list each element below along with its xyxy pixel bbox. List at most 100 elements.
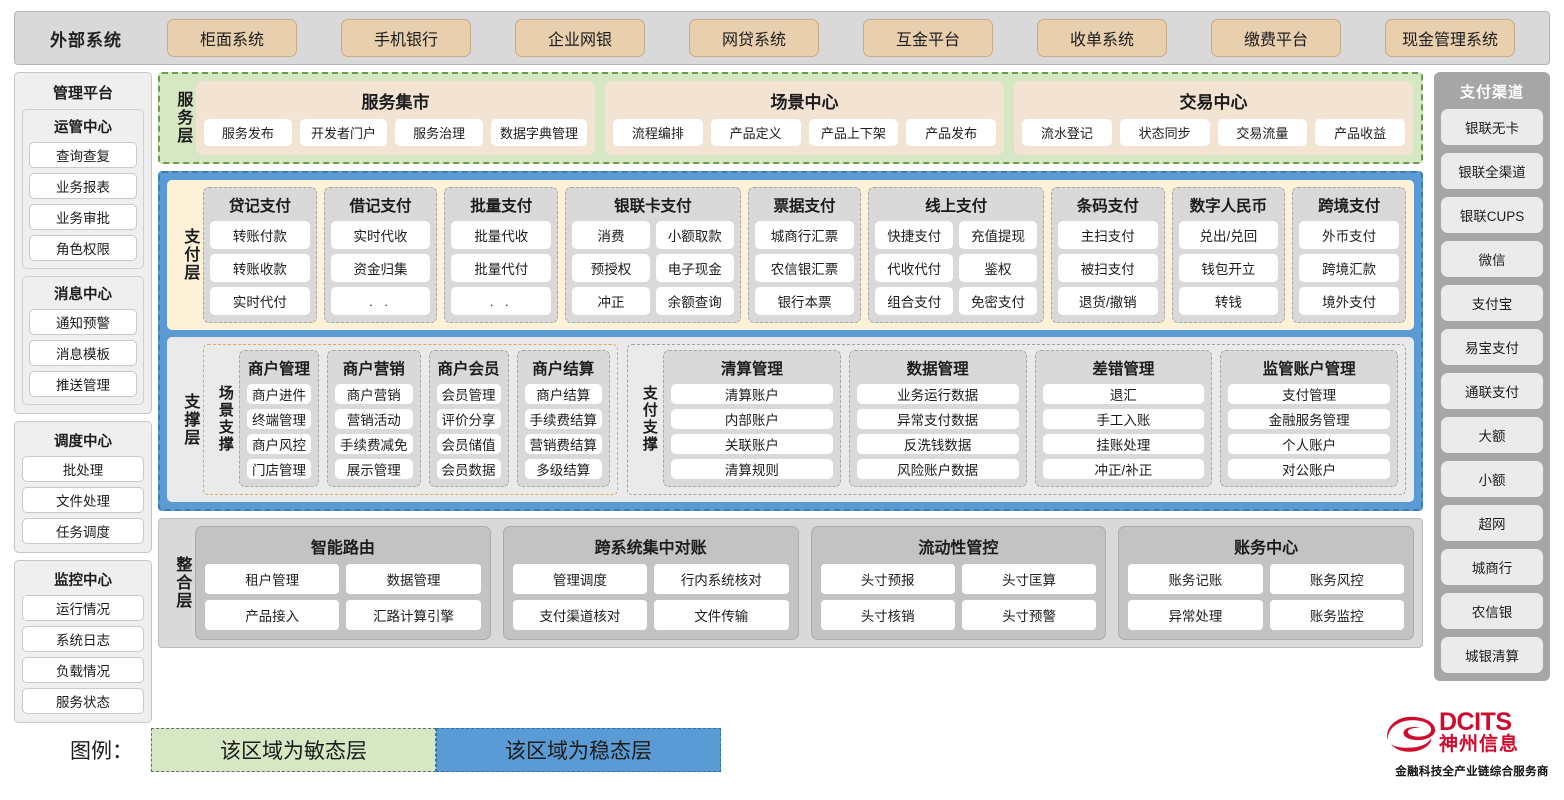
scene-support-item[interactable]: 展示管理 (335, 459, 413, 479)
external-system-chip[interactable]: 网贷系统 (689, 19, 819, 57)
integration-item[interactable]: 行内系统核对 (654, 564, 789, 594)
scene-support-item[interactable]: 会员数据 (436, 459, 501, 479)
management-item[interactable]: 推送管理 (29, 371, 137, 397)
payment-channel-item[interactable]: 小额 (1441, 461, 1543, 497)
payment-support-item[interactable]: 挂账处理 (1042, 434, 1205, 454)
service-chip[interactable]: 流水登记 (1022, 119, 1112, 146)
payment-item[interactable]: . . (451, 287, 552, 315)
scene-support-item[interactable]: 商户结算 (524, 384, 602, 404)
integration-item[interactable]: 异常处理 (1128, 600, 1263, 630)
payment-support-item[interactable]: 支付管理 (1228, 384, 1390, 404)
external-system-chip[interactable]: 现金管理系统 (1385, 19, 1515, 57)
payment-channel-item[interactable]: 微信 (1441, 241, 1543, 277)
payment-item[interactable]: 被扫支付 (1057, 254, 1158, 282)
external-system-chip[interactable]: 缴费平台 (1211, 19, 1341, 57)
integration-item[interactable]: 产品接入 (205, 600, 340, 630)
scene-support-item[interactable]: 手续费减免 (335, 434, 413, 454)
scene-support-item[interactable]: 终端管理 (247, 409, 311, 429)
payment-item[interactable]: 免密支付 (959, 287, 1037, 315)
payment-item[interactable]: 代收代付 (875, 254, 954, 282)
payment-item[interactable]: 实时代收 (330, 221, 431, 249)
payment-channel-item[interactable]: 城商行 (1441, 549, 1543, 585)
scene-support-item[interactable]: 商户进件 (247, 384, 311, 404)
payment-channel-item[interactable]: 通联支付 (1441, 373, 1543, 409)
scene-support-item[interactable]: 评价分享 (436, 409, 501, 429)
service-chip[interactable]: 产品发布 (906, 119, 996, 146)
payment-support-item[interactable]: 对公账户 (1228, 459, 1390, 479)
management-item[interactable]: 业务报表 (29, 173, 137, 199)
payment-channel-item[interactable]: 银联全渠道 (1441, 153, 1543, 189)
integration-item[interactable]: 文件传输 (654, 600, 789, 630)
service-chip[interactable]: 状态同步 (1119, 119, 1210, 146)
payment-support-item[interactable]: 金融服务管理 (1228, 409, 1390, 429)
payment-item[interactable]: 转账收款 (210, 254, 310, 282)
scene-support-item[interactable]: 多级结算 (524, 459, 602, 479)
payment-item[interactable]: 转钱 (1178, 287, 1279, 315)
payment-channel-item[interactable]: 农信银 (1441, 593, 1543, 629)
payment-channel-item[interactable]: 易宝支付 (1441, 329, 1543, 365)
service-chip[interactable]: 产品定义 (710, 119, 801, 146)
external-system-chip[interactable]: 企业网银 (515, 19, 645, 57)
payment-item[interactable]: 小额取款 (655, 221, 734, 249)
payment-channel-item[interactable]: 银联无卡 (1441, 109, 1543, 145)
service-chip[interactable]: 产品收益 (1315, 119, 1405, 146)
payment-support-item[interactable]: 异常支付数据 (856, 409, 1019, 429)
payment-support-item[interactable]: 内部账户 (671, 409, 833, 429)
scene-support-item[interactable]: 商户风控 (247, 434, 311, 454)
payment-item[interactable]: 批量代收 (451, 221, 552, 249)
payment-channel-item[interactable]: 支付宝 (1441, 285, 1543, 321)
scene-support-item[interactable]: 会员管理 (436, 384, 501, 404)
payment-item[interactable]: 主扫支付 (1057, 221, 1158, 249)
payment-channel-item[interactable]: 城银清算 (1441, 637, 1543, 673)
payment-channel-item[interactable]: 超网 (1441, 505, 1543, 541)
payment-item[interactable]: 外币支付 (1299, 221, 1399, 249)
integration-item[interactable]: 数据管理 (346, 564, 481, 594)
payment-item[interactable]: 农信银汇票 (754, 254, 855, 282)
integration-item[interactable]: 账务记账 (1128, 564, 1263, 594)
payment-item[interactable]: 资金归集 (330, 254, 431, 282)
payment-support-item[interactable]: 冲正/补正 (1042, 459, 1205, 479)
integration-item[interactable]: 租户管理 (205, 564, 340, 594)
payment-item[interactable]: 充值提现 (959, 221, 1037, 249)
external-system-chip[interactable]: 柜面系统 (167, 19, 297, 57)
payment-item[interactable]: 预授权 (572, 254, 650, 282)
payment-item[interactable]: 鉴权 (959, 254, 1037, 282)
payment-item[interactable]: 电子现金 (655, 254, 734, 282)
service-chip[interactable]: 流程编排 (613, 119, 703, 146)
integration-item[interactable]: 账务风控 (1269, 564, 1404, 594)
external-system-chip[interactable]: 互金平台 (863, 19, 993, 57)
payment-item[interactable]: 余额查询 (655, 287, 734, 315)
integration-item[interactable]: 汇路计算引擎 (346, 600, 481, 630)
management-item[interactable]: 角色权限 (29, 235, 137, 261)
payment-support-item[interactable]: 清算账户 (671, 384, 833, 404)
service-chip[interactable]: 数据字典管理 (490, 119, 587, 146)
payment-item[interactable]: 组合支付 (875, 287, 954, 315)
management-item[interactable]: 消息模板 (29, 340, 137, 366)
payment-support-item[interactable]: 业务运行数据 (856, 384, 1019, 404)
service-chip[interactable]: 开发者门户 (299, 119, 388, 146)
integration-item[interactable]: 支付渠道核对 (512, 600, 648, 630)
payment-item[interactable]: 跨境汇款 (1299, 254, 1399, 282)
payment-item[interactable]: 冲正 (572, 287, 650, 315)
payment-item[interactable]: 快捷支付 (875, 221, 954, 249)
payment-item[interactable]: 银行本票 (754, 287, 855, 315)
payment-support-item[interactable]: 清算规则 (671, 459, 833, 479)
payment-item[interactable]: 城商行汇票 (754, 221, 855, 249)
management-item[interactable]: 负载情况 (22, 657, 144, 683)
payment-channel-item[interactable]: 大额 (1441, 417, 1543, 453)
payment-item[interactable]: 钱包开立 (1178, 254, 1279, 282)
scene-support-item[interactable]: 商户营销 (335, 384, 413, 404)
payment-support-item[interactable]: 退汇 (1042, 384, 1205, 404)
integration-item[interactable]: 账务监控 (1269, 600, 1404, 630)
payment-item[interactable]: . . (330, 287, 431, 315)
management-item[interactable]: 批处理 (22, 456, 144, 482)
service-chip[interactable]: 服务治理 (395, 119, 483, 146)
management-item[interactable]: 通知预警 (29, 309, 137, 335)
scene-support-item[interactable]: 手续费结算 (524, 409, 602, 429)
service-chip[interactable]: 服务发布 (204, 119, 292, 146)
payment-item[interactable]: 转账付款 (210, 221, 310, 249)
management-item[interactable]: 服务状态 (22, 688, 144, 714)
scene-support-item[interactable]: 会员储值 (436, 434, 501, 454)
management-item[interactable]: 系统日志 (22, 626, 144, 652)
payment-item[interactable]: 兑出/兑回 (1178, 221, 1279, 249)
